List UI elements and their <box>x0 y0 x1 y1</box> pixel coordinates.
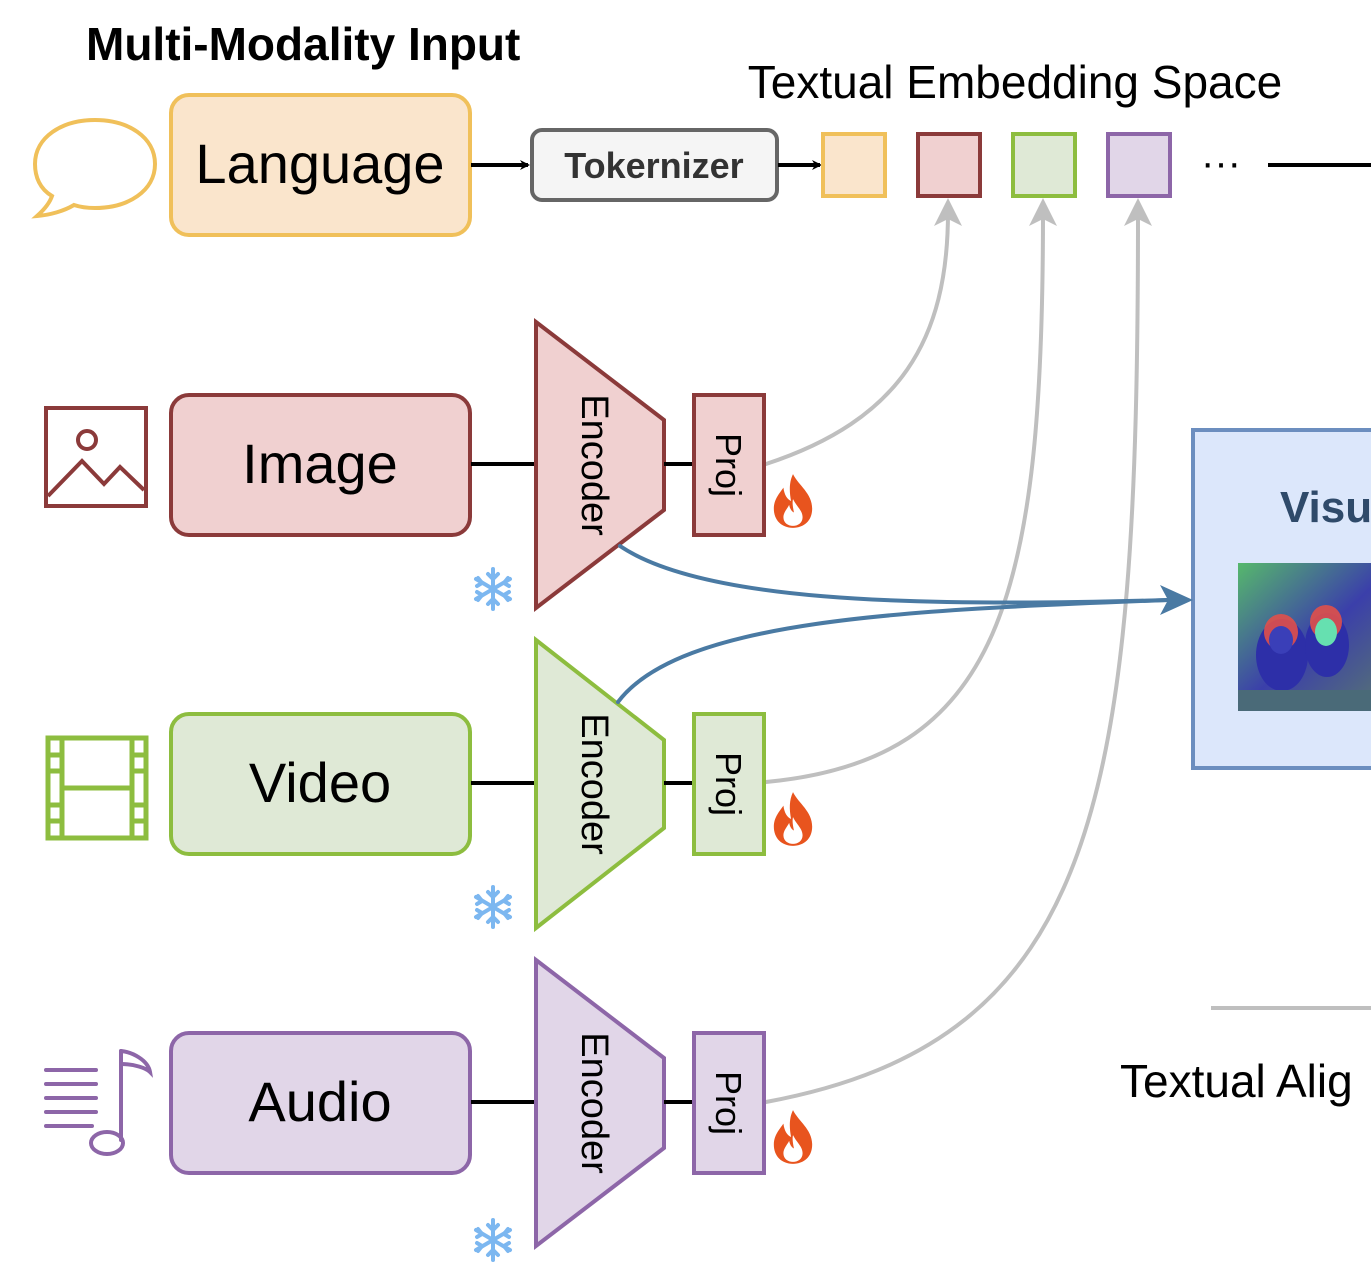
video-label: Video <box>249 751 391 814</box>
video-encoder <box>534 635 666 933</box>
image-input-box <box>169 393 472 537</box>
video-projector-flame-icon <box>773 792 813 846</box>
gray-arrowheads <box>934 198 1152 226</box>
audio-encoder-label: Encoder <box>573 1032 615 1174</box>
token-ellipsis: ··· <box>1201 141 1241 185</box>
picture-icon <box>44 406 148 508</box>
video-projector-label: Proj <box>708 752 749 816</box>
token-video <box>1011 132 1077 198</box>
video-encoder-label: Encoder <box>573 713 615 855</box>
video-input-box <box>169 712 472 856</box>
input-section-title: Multi-Modality Input <box>86 18 520 70</box>
visual-feature-image <box>1238 563 1371 711</box>
music-note-icon <box>44 1049 154 1156</box>
audio-projector <box>692 1031 766 1175</box>
video-encoder-snowflake-icon <box>474 885 512 929</box>
video-encoder-to-visual-arrow <box>616 598 1170 704</box>
token-language <box>821 132 887 198</box>
visual-panel-title: Visu <box>1280 483 1371 532</box>
audio-projector-flame-icon <box>773 1110 813 1164</box>
audio-projector-label: Proj <box>708 1071 749 1135</box>
language-label: Language <box>195 132 444 195</box>
audio-label: Audio <box>248 1070 391 1133</box>
film-strip-icon <box>45 735 149 841</box>
tokenizer-label: Tokernizer <box>564 145 743 186</box>
video-projector <box>692 712 766 856</box>
image-to-token-arrow <box>764 210 950 466</box>
audio-encoder <box>534 955 666 1251</box>
audio-encoder-snowflake-icon <box>474 1218 512 1262</box>
image-encoder-label: Encoder <box>573 394 615 536</box>
token-sequence <box>821 132 1172 198</box>
video-to-token-arrow <box>764 210 1045 784</box>
image-encoder <box>534 317 666 613</box>
audio-to-token-arrow <box>764 210 1140 1104</box>
image-projector <box>692 393 766 537</box>
tokenizer-box <box>530 128 779 202</box>
token-image <box>916 132 982 198</box>
speech-bubble-icon <box>31 117 158 219</box>
token-audio <box>1106 132 1172 198</box>
embedding-space-title: Textual Embedding Space <box>748 56 1282 108</box>
image-projector-label: Proj <box>708 433 749 497</box>
textual-alignment-label: Textual Alig <box>1120 1055 1353 1107</box>
image-projector-flame-icon <box>773 474 813 528</box>
image-encoder-snowflake-icon <box>474 567 512 611</box>
image-label: Image <box>242 432 398 495</box>
language-input-box <box>169 93 472 237</box>
visual-arrowhead <box>1160 585 1193 615</box>
image-encoder-to-visual-arrow <box>618 544 1170 605</box>
audio-input-box <box>169 1031 472 1175</box>
